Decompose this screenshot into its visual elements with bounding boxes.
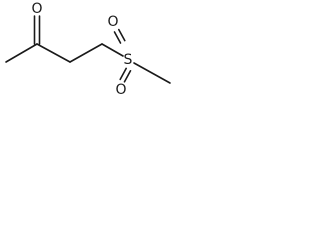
sulfur-label: S bbox=[124, 52, 133, 68]
sulfonyl-oxygen-upper-label: O bbox=[107, 14, 118, 30]
bond-sulfonyl-double-lower bbox=[119, 67, 132, 83]
structural-formula: O S O O bbox=[5, 1, 171, 98]
bond-carbonyl-ch2 bbox=[36, 43, 71, 63]
bond-sulfonyl-double-upper bbox=[113, 28, 126, 44]
ketone-oxygen-label: O bbox=[31, 1, 42, 17]
sulfonyl-oxygen-lower-label: O bbox=[115, 82, 126, 98]
bond-ch2-sulfur bbox=[101, 43, 124, 57]
bond-ch2-ch2 bbox=[69, 43, 103, 63]
bond-carbonyl-double bbox=[33, 15, 41, 45]
bond-sulfur-methyl bbox=[133, 62, 171, 84]
bond-methyl-carbonyl bbox=[5, 43, 38, 63]
